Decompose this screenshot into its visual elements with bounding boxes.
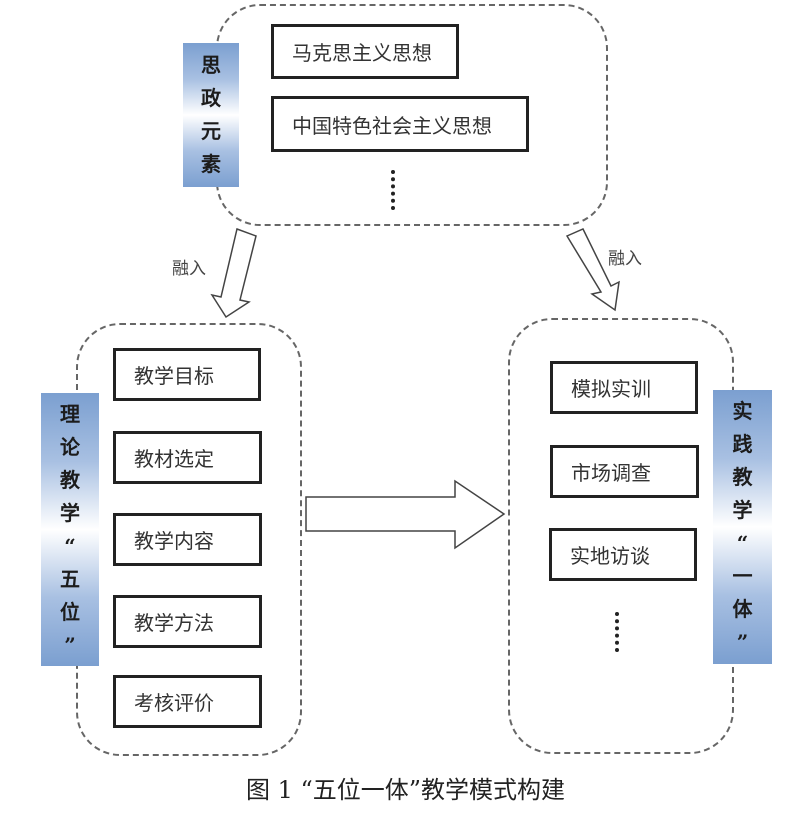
label-char: 政 — [201, 86, 221, 110]
label-char: 体 — [732, 597, 753, 621]
item-marxism: 马克思主义思想 — [271, 24, 459, 79]
label-char: “ — [736, 531, 749, 555]
item-textbook-selection: 教材选定 — [113, 431, 262, 484]
label-char: 论 — [60, 434, 80, 459]
theory-to-practice-arrow — [305, 479, 506, 550]
theory-teaching-label: 理 论 教 学 “ 五 位 ” — [41, 393, 99, 666]
practice-teaching-label: 实 践 教 学 “ 一 体 ” — [713, 390, 772, 664]
right-integrate-label: 融入 — [608, 249, 642, 269]
top-ellipsis — [391, 170, 399, 210]
item-teaching-methods: 教学方法 — [113, 595, 262, 648]
left-integrate-arrow — [210, 228, 257, 319]
item-field-interview: 实地访谈 — [549, 528, 697, 581]
label-char: ” — [736, 630, 749, 654]
label-char: 五 — [60, 566, 80, 591]
item-socialism-chinese-characteristics: 中国特色社会主义思想 — [271, 96, 529, 152]
item-teaching-content: 教学内容 — [113, 513, 262, 566]
label-char: 教 — [60, 467, 80, 492]
label-char: ” — [64, 632, 76, 657]
label-char: 位 — [60, 599, 80, 624]
item-assessment: 考核评价 — [113, 675, 262, 728]
left-integrate-label: 融入 — [172, 259, 206, 279]
item-teaching-objectives: 教学目标 — [113, 348, 261, 401]
label-char: 素 — [201, 152, 221, 176]
right-integrate-arrow — [565, 228, 620, 312]
label-char: 实 — [732, 399, 753, 423]
label-char: “ — [64, 533, 76, 558]
label-char: 学 — [732, 498, 753, 522]
label-char: 教 — [732, 465, 753, 489]
item-market-survey: 市场调查 — [550, 445, 699, 498]
label-char: 理 — [60, 401, 80, 426]
label-char: 一 — [732, 564, 753, 588]
label-char: 元 — [201, 119, 221, 143]
label-char: 学 — [60, 500, 80, 525]
ideological-elements-label: 思 政 元 素 — [183, 43, 239, 187]
right-ellipsis — [615, 612, 623, 652]
label-char: 思 — [201, 53, 221, 77]
item-simulation-training: 模拟实训 — [550, 361, 698, 414]
label-char: 践 — [732, 432, 753, 456]
figure-caption: 图 1 “五位一体”教学模式构建 — [245, 776, 566, 804]
